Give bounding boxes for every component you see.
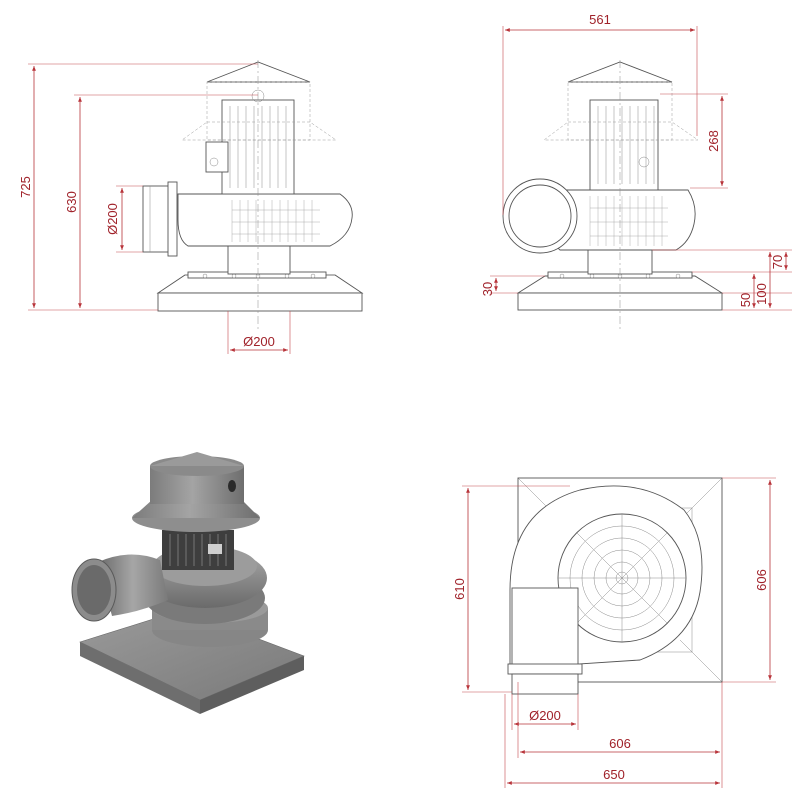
render-hood-skirt-shape [132,500,260,518]
front-motor-fins [597,106,655,184]
top-inlet-opening [511,673,579,695]
dim-561-label: 561 [589,12,611,27]
dim-610-label: 610 [452,578,467,600]
side-view: 725 630 Ø200 Ø200 [18,60,364,354]
dim-50-label: 50 [738,293,753,307]
side-housing-grille [231,200,320,242]
side-volute-housing [177,193,353,247]
front-motor [589,99,659,191]
side-base-plate-edge [157,292,363,312]
render-motor [162,530,234,570]
side-hood-cap [206,61,311,83]
front-view: 561 268 70 100 50 30 [480,12,792,330]
front-housing-grille [589,196,668,246]
dim-725-label: 725 [18,176,33,198]
dim-268-label: 268 [706,130,721,152]
dim-606-horizontal-label: 606 [609,736,631,751]
dim-630-label: 630 [64,191,79,213]
side-motor-fins [229,106,287,188]
side-terminal-box [205,141,229,173]
side-pedestal [227,243,291,275]
dim-70-label: 70 [770,255,785,269]
render-base-front-right [200,656,304,714]
dim-606-vertical-label: 606 [754,569,769,591]
render-hood-cap [150,452,244,466]
dim-100-label: 100 [754,283,769,305]
top-inlet-pipe [511,587,579,667]
dim-top-inlet-label: Ø200 [529,708,561,723]
dim-30-label: 30 [480,282,495,296]
front-inlet-ring-inner [508,184,572,248]
render-base-front-left [80,642,200,714]
dim-side-outlet-label: Ø200 [243,334,275,349]
render-3d-view [71,452,305,714]
top-inlet-flange [507,663,583,675]
render-inlet-elbow [98,554,168,616]
side-inlet-flange [167,181,178,257]
dim-650-label: 650 [603,767,625,782]
top-wheel-blades [558,514,686,642]
dim-side-inlet-label: Ø200 [105,203,120,235]
front-hood-skirt [543,121,699,141]
render-hood-vent [228,480,236,492]
top-view: 610 606 Ø200 606 650 [452,477,776,788]
